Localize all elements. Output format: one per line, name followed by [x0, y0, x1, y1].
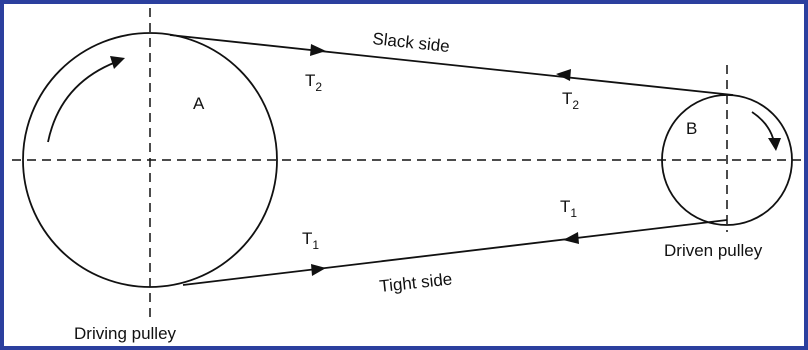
- slack-arrow-left: [556, 69, 571, 81]
- t1-lower-left-label: T1: [302, 229, 319, 252]
- t2-upper-left-label: T2: [305, 71, 322, 94]
- driven-pulley-label: Driven pulley: [664, 241, 763, 260]
- belt-arrowheads: [310, 44, 579, 276]
- driving-rotation-arrowhead: [110, 56, 125, 69]
- tight-arrow-left: [563, 232, 579, 244]
- slack-side-belt: [169, 34, 734, 96]
- tight-arrow-right: [311, 264, 326, 276]
- slack-arrow-right: [310, 44, 326, 56]
- slack-side-label: Slack side: [372, 29, 451, 56]
- driving-rotation-arrow: [47, 61, 117, 143]
- tight-side-label: Tight side: [378, 269, 453, 296]
- t2-upper-right-label: T2: [562, 89, 579, 112]
- driving-pulley-label: Driving pulley: [74, 324, 177, 343]
- driven-rotation-arrowhead: [768, 138, 781, 151]
- t1-lower-right-label: T1: [560, 197, 577, 220]
- pulley-a-label: A: [193, 94, 205, 113]
- pulley-b-label: B: [686, 119, 697, 138]
- center-lines: [12, 8, 803, 318]
- tight-side-belt: [182, 219, 728, 286]
- driving-pulley-circle: [22, 32, 278, 288]
- driven-rotation-arrow: [751, 111, 775, 143]
